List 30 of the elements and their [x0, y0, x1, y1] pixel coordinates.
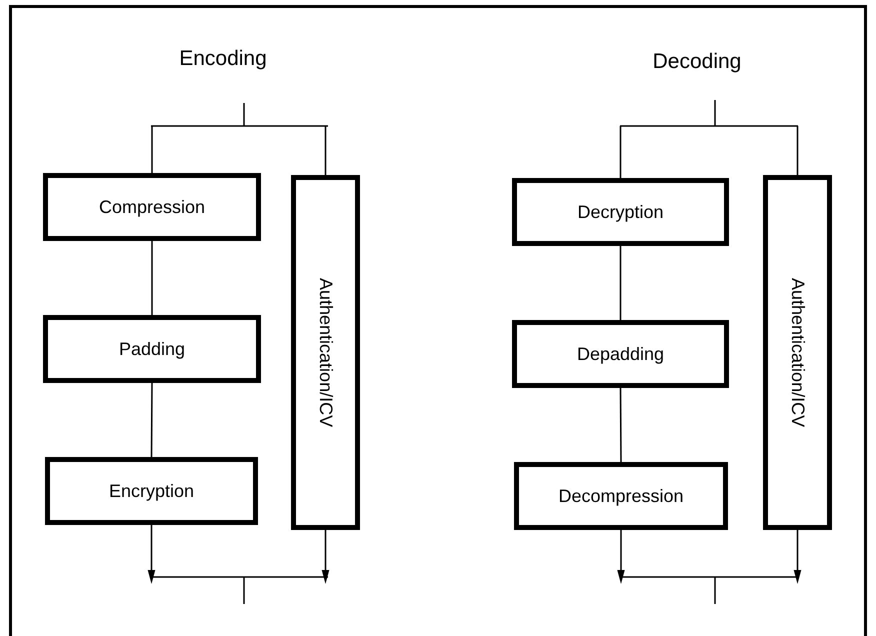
- section-heading: Decoding: [652, 50, 742, 74]
- process-box: [514, 462, 728, 530]
- section-heading: Encoding: [179, 47, 267, 71]
- box-label: Encryption: [108, 480, 194, 502]
- connector-line: [151, 241, 153, 315]
- connector-line: [620, 388, 622, 462]
- connector-line: [324, 126, 326, 175]
- process-box: [43, 315, 261, 383]
- connector-line: [151, 126, 153, 173]
- box-label: Depadding: [576, 344, 664, 364]
- box-label: Authentication/ICV: [787, 278, 808, 428]
- arrow: [794, 530, 802, 584]
- process-box: [512, 178, 729, 246]
- box-label: Decompression: [558, 486, 684, 506]
- connector-line: [620, 126, 622, 178]
- box-label: Compression: [98, 196, 206, 218]
- process-box: [763, 175, 832, 530]
- box-label: Decryption: [577, 202, 664, 222]
- process-box: [291, 175, 360, 530]
- box-label: Padding: [118, 338, 186, 360]
- arrow: [148, 525, 156, 584]
- process-box: [512, 320, 729, 388]
- process-box: [45, 457, 258, 525]
- connector-line: [150, 383, 153, 457]
- connector-line: [796, 126, 798, 175]
- arrow: [617, 530, 625, 584]
- box-label: Authentication/ICV: [315, 278, 336, 428]
- arrow: [322, 530, 330, 584]
- process-box: [43, 173, 261, 241]
- connector-line: [620, 246, 622, 320]
